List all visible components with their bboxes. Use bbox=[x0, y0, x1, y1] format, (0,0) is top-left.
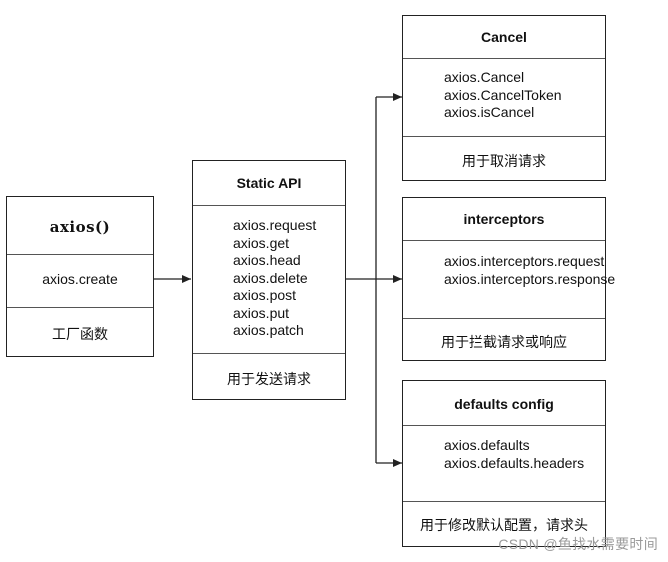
interceptors-box: interceptors axios.interceptors.request … bbox=[402, 197, 615, 361]
static-api-method-list: axios.request axios.get axios.head axios… bbox=[233, 217, 316, 340]
interceptors-item: axios.interceptors.response bbox=[444, 270, 616, 287]
cancel-item: axios.isCancel bbox=[444, 104, 535, 120]
axios-box-divider-1 bbox=[7, 254, 153, 255]
static-api-item: axios.request bbox=[233, 217, 317, 233]
cancel-method-list: axios.Cancel axios.CancelToken axios.isC… bbox=[444, 69, 562, 122]
defaults-item: axios.defaults.headers bbox=[444, 454, 585, 471]
static-api-item: axios.delete bbox=[233, 269, 308, 286]
defaults-method-list: axios.defaults axios.defaults.headers bbox=[444, 437, 584, 472]
axios-box-divider-2 bbox=[7, 307, 153, 308]
static-api-item: axios.head bbox=[233, 252, 301, 268]
interceptors-box-divider-2 bbox=[403, 318, 605, 319]
axios-box-desc: 工厂函数 bbox=[52, 326, 108, 342]
defaults-item: axios.defaults bbox=[444, 437, 530, 453]
cancel-box-desc: 用于取消请求 bbox=[462, 153, 546, 169]
defaults-box-divider-1 bbox=[403, 425, 605, 426]
defaults-box-title: defaults config bbox=[454, 396, 554, 412]
interceptors-box-title: interceptors bbox=[463, 211, 545, 227]
interceptors-box-desc: 用于拦截请求或响应 bbox=[441, 334, 567, 350]
static-api-title: Static API bbox=[236, 175, 302, 191]
interceptors-method-list: axios.interceptors.request axios.interce… bbox=[444, 253, 615, 288]
static-api-divider-1 bbox=[193, 205, 345, 206]
static-api-item: axios.get bbox=[233, 234, 290, 251]
static-api-divider-2 bbox=[193, 353, 345, 354]
cancel-box-divider-1 bbox=[403, 58, 605, 59]
axios-box: axios() axios.create 工厂函数 bbox=[6, 196, 154, 357]
static-api-desc: 用于发送请求 bbox=[227, 371, 311, 387]
axios-box-method: axios.create bbox=[42, 271, 118, 287]
static-api-item: axios.put bbox=[233, 304, 290, 321]
csdn-watermark: CSDN @鱼找水需要时间 bbox=[498, 536, 658, 552]
interceptors-box-divider-1 bbox=[403, 240, 605, 241]
cancel-item: axios.CancelToken bbox=[444, 86, 562, 103]
defaults-box-desc: 用于修改默认配置，请求头 bbox=[420, 517, 588, 533]
interceptors-item: axios.interceptors.request bbox=[444, 253, 605, 269]
cancel-box-title: Cancel bbox=[481, 29, 527, 45]
static-api-item: axios.patch bbox=[233, 322, 304, 338]
axios-box-title: axios() bbox=[49, 218, 111, 236]
cancel-item: axios.Cancel bbox=[444, 69, 525, 85]
defaults-config-box: defaults config axios.defaults axios.def… bbox=[402, 380, 606, 547]
cancel-box: Cancel axios.Cancel axios.CancelToken ax… bbox=[402, 15, 606, 181]
defaults-box-divider-2 bbox=[403, 501, 605, 502]
static-api-item: axios.post bbox=[233, 287, 297, 303]
cancel-box-divider-2 bbox=[403, 136, 605, 137]
static-api-box: Static API axios.request axios.get axios… bbox=[192, 160, 346, 400]
